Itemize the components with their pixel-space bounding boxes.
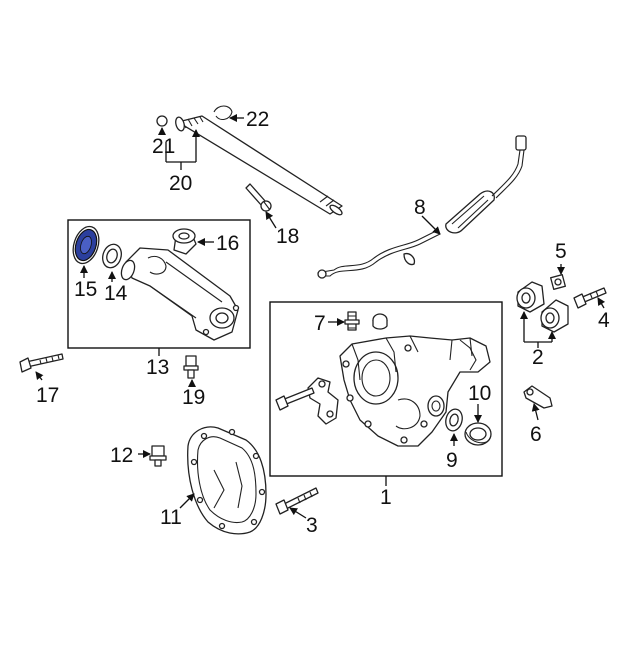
fill-plug-part[interactable] [372, 313, 388, 330]
callout-4: 4 [598, 309, 610, 332]
callout-7: 7 [314, 312, 326, 335]
callout-18: 18 [276, 225, 299, 248]
callout-21: 21 [152, 135, 175, 158]
callout-15: 15 [74, 278, 97, 301]
callout-5: 5 [555, 240, 567, 263]
callout-22: 22 [246, 108, 269, 131]
bracket-part[interactable] [523, 385, 553, 409]
callout-labels: 22 21 20 18 8 16 15 14 13 17 19 7 5 4 2 … [36, 108, 610, 537]
breather-stud-part[interactable] [344, 311, 360, 331]
callout-1: 1 [380, 486, 392, 509]
cover-bolt-part[interactable] [149, 445, 167, 467]
wiring-harness-part[interactable] [317, 135, 527, 279]
leader-lines [35, 114, 606, 519]
callout-19: 19 [182, 386, 205, 409]
axle-shaft-part[interactable] [174, 115, 343, 216]
callout-14: 14 [104, 282, 128, 305]
nut-part[interactable] [550, 274, 566, 290]
callout-16: 16 [216, 232, 239, 255]
vent-tube-part[interactable] [245, 183, 272, 212]
bolt-part[interactable] [19, 353, 64, 373]
mount-bolt-part[interactable] [573, 287, 607, 309]
pinion-seal-part[interactable] [443, 407, 464, 432]
bushing-part[interactable] [172, 228, 197, 255]
callout-2: 2 [532, 346, 544, 369]
o-ring-part[interactable] [156, 115, 168, 127]
bearing-part[interactable] [100, 242, 125, 270]
callout-11: 11 [160, 506, 182, 529]
cap-bolt-part[interactable] [275, 387, 315, 411]
callout-9: 9 [446, 449, 458, 472]
axle-tube-part[interactable] [119, 247, 240, 341]
seal-part-highlighted[interactable] [69, 223, 104, 267]
bearing-cap-part[interactable] [307, 377, 339, 425]
differential-cover-part[interactable] [187, 426, 267, 535]
callout-8: 8 [414, 196, 426, 219]
callout-13: 13 [146, 356, 169, 379]
pinion-flange-part[interactable] [464, 422, 492, 446]
callout-10: 10 [468, 382, 491, 405]
mount-bushing-part-upper[interactable] [516, 281, 545, 313]
callout-20: 20 [169, 172, 192, 195]
callout-17: 17 [36, 384, 59, 407]
differential-housing-part[interactable] [339, 335, 491, 447]
mount-bushing-part-lower[interactable] [540, 299, 569, 333]
stud-part[interactable] [183, 355, 199, 379]
callout-12: 12 [110, 444, 133, 467]
long-bolt-part[interactable] [275, 487, 319, 515]
callout-6: 6 [530, 423, 542, 446]
callout-3: 3 [306, 514, 318, 537]
snap-ring-part[interactable] [213, 105, 233, 121]
